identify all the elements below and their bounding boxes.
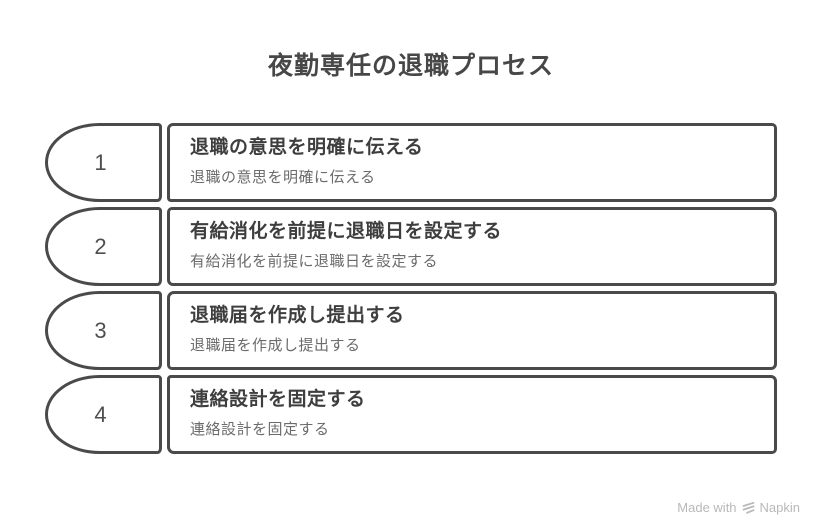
process-steps: 1 退職の意思を明確に伝える 退職の意思を明確に伝える 2 有給消化を前提に退職… [45, 123, 777, 459]
napkin-logo-icon [742, 501, 755, 514]
step-title: 連絡設計を固定する [190, 389, 366, 411]
made-with-napkin-link[interactable]: Made with Napkin [677, 500, 800, 515]
step-number-capsule: 4 [45, 375, 162, 454]
step-subtitle: 有給消化を前提に退職日を設定する [190, 252, 439, 270]
step-title: 退職の意思を明確に伝える [190, 137, 424, 159]
step-number-capsule: 1 [45, 123, 162, 202]
step-subtitle: 退職の意思を明確に伝える [190, 168, 376, 186]
page-title: 夜勤専任の退職プロセス [267, 52, 554, 80]
step-card: 連絡設計を固定する 連絡設計を固定する [167, 375, 777, 454]
step-row: 4 連絡設計を固定する 連絡設計を固定する [45, 375, 777, 454]
step-number: 2 [94, 233, 107, 259]
step-row: 3 退職届を作成し提出する 退職届を作成し提出する [45, 291, 777, 370]
step-number: 4 [94, 401, 107, 427]
step-card: 退職届を作成し提出する 退職届を作成し提出する [167, 291, 777, 370]
step-number: 1 [94, 149, 107, 175]
step-subtitle: 退職届を作成し提出する [190, 336, 361, 354]
step-card: 退職の意思を明確に伝える 退職の意思を明確に伝える [167, 123, 777, 202]
step-card: 有給消化を前提に退職日を設定する 有給消化を前提に退職日を設定する [167, 207, 777, 286]
step-number: 3 [94, 317, 107, 343]
step-row: 2 有給消化を前提に退職日を設定する 有給消化を前提に退職日を設定する [45, 207, 777, 286]
watermark-prefix: Made with [677, 500, 737, 515]
step-number-capsule: 2 [45, 207, 162, 286]
step-title: 有給消化を前提に退職日を設定する [190, 221, 503, 243]
step-row: 1 退職の意思を明確に伝える 退職の意思を明確に伝える [45, 123, 777, 202]
step-number-capsule: 3 [45, 291, 162, 370]
step-subtitle: 連絡設計を固定する [190, 420, 330, 438]
watermark-brand: Napkin [759, 500, 800, 515]
step-title: 退職届を作成し提出する [190, 305, 405, 327]
